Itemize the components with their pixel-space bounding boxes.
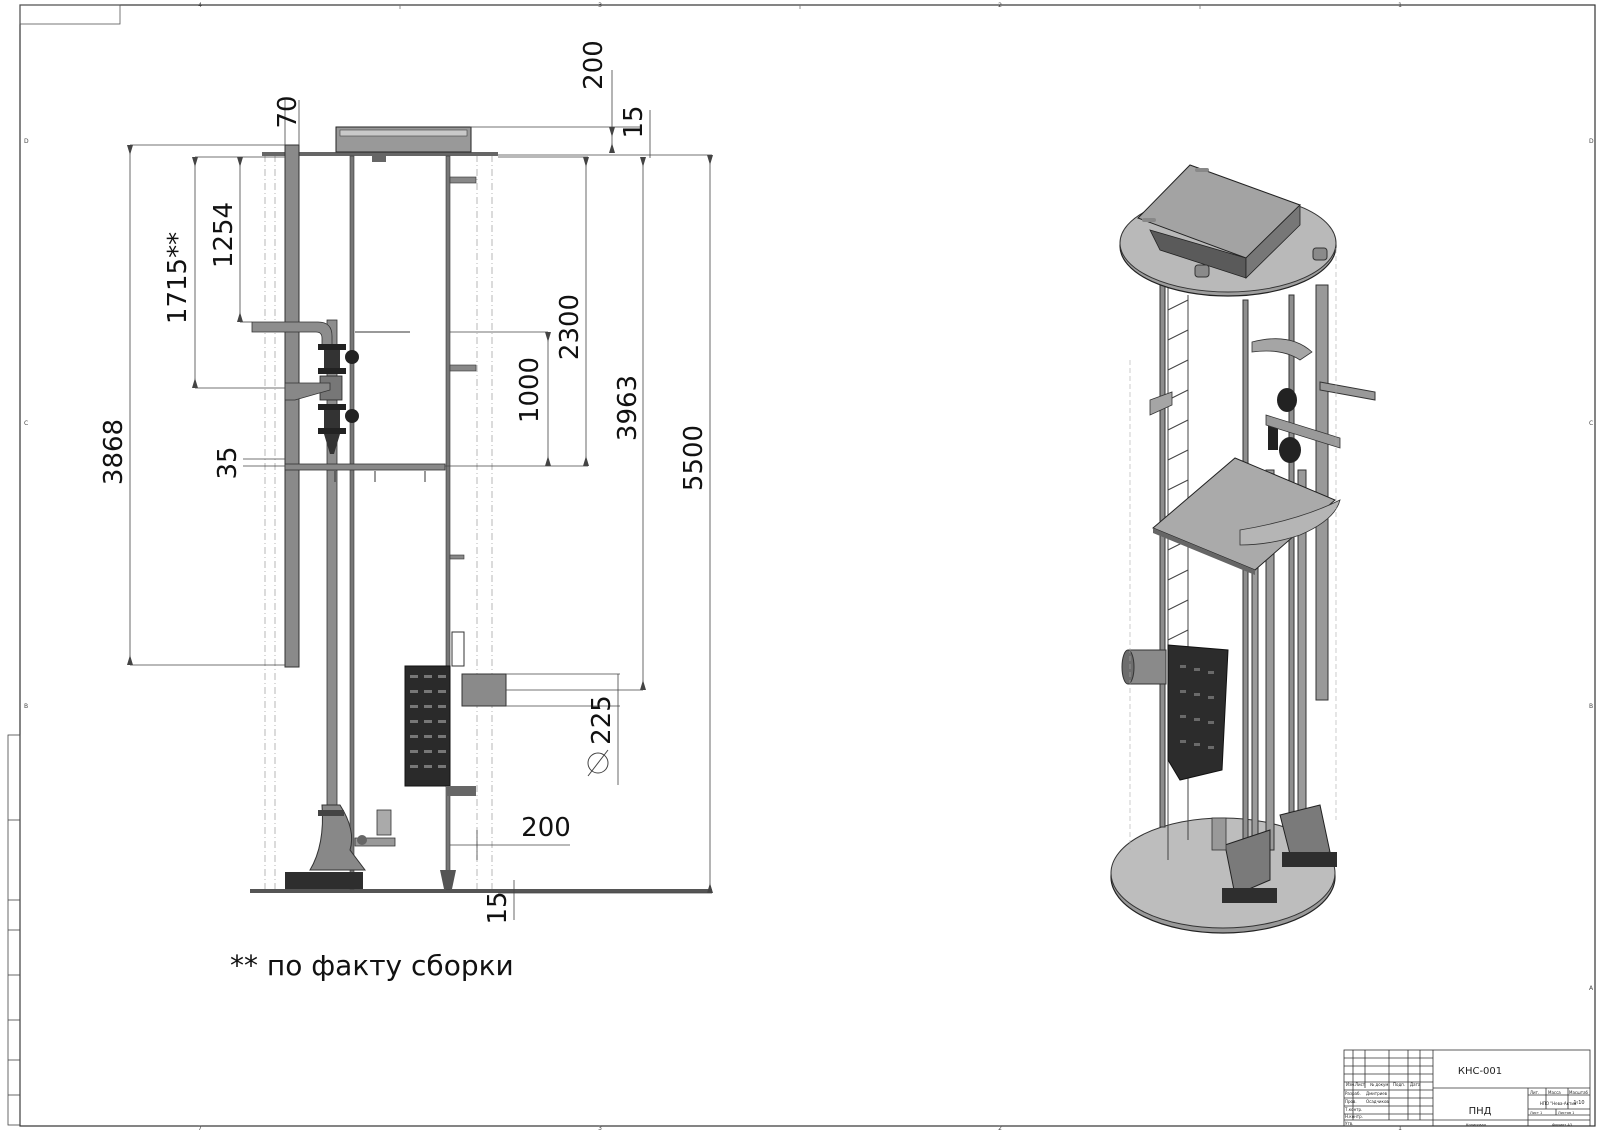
valve-lower bbox=[318, 404, 359, 454]
tb-role-ncontrol: Н.контр. bbox=[1345, 1114, 1363, 1119]
inlet-pipe bbox=[461, 673, 507, 707]
tb-sheets-label: Листов 1 bbox=[1558, 1111, 1574, 1115]
corner-stamp bbox=[19, 4, 121, 25]
iso-basket bbox=[1167, 644, 1229, 781]
zone-top-3: 2 bbox=[998, 2, 1002, 9]
zone-bottom-3: 2 bbox=[998, 1125, 1002, 1131]
tb-header-izm: Изм. bbox=[1346, 1082, 1355, 1087]
dim-200-bottom: 200 bbox=[521, 813, 571, 843]
dim-3963: 3963 bbox=[613, 375, 643, 441]
tb-scale-value: 1:10 bbox=[1573, 1100, 1584, 1106]
zone-top-4: 1 bbox=[1398, 2, 1402, 9]
dimension-lines bbox=[129, 70, 712, 920]
zone-left-c: C bbox=[24, 420, 28, 427]
base-plate bbox=[250, 889, 712, 893]
assembly-note: ** по факту сборки bbox=[230, 949, 514, 982]
iso-hatch bbox=[1137, 164, 1301, 279]
tb-role-tcontrol: Т.контр. bbox=[1344, 1107, 1362, 1112]
side-view: 70 200 15 1254 1715** 2300 3963 1000 386… bbox=[99, 40, 713, 982]
tb-role-checker: Пров. bbox=[1345, 1099, 1357, 1104]
dim-15-top: 15 bbox=[619, 105, 649, 138]
dim-5500: 5500 bbox=[679, 425, 709, 491]
dim-1715: 1715** bbox=[163, 232, 193, 324]
zone-bottom-4: 1 bbox=[1398, 1125, 1402, 1131]
top-plate bbox=[262, 152, 498, 156]
dim-225: 225 bbox=[587, 695, 617, 745]
tb-scale-label: Масштаб bbox=[1569, 1090, 1589, 1095]
zone-bottom-1: 7 bbox=[198, 1125, 202, 1131]
tb-role-approved: Утв. bbox=[1345, 1121, 1353, 1126]
guide-rail-left bbox=[349, 155, 355, 890]
tb-mass-label: Масса bbox=[1548, 1090, 1561, 1095]
discharge-pipe bbox=[326, 469, 338, 806]
tb-lit-label: Лит. bbox=[1530, 1090, 1539, 1095]
tb-header-doc: № докум. bbox=[1370, 1082, 1390, 1087]
zone-top-2: 3 bbox=[598, 2, 602, 9]
title-block bbox=[1343, 1049, 1591, 1127]
title-block-text: Изм. Лист № докум. Подп. Дата Разраб. Дм… bbox=[1344, 1066, 1589, 1127]
center-lines bbox=[264, 155, 493, 893]
zone-right-c: C bbox=[1589, 420, 1593, 427]
dim-1254: 1254 bbox=[209, 202, 239, 268]
tb-person-developer: Дмитриев bbox=[1366, 1091, 1388, 1096]
tb-copied-label: Копировал bbox=[1466, 1123, 1486, 1127]
side-stamp-strip bbox=[7, 734, 21, 1126]
dim-200-top: 200 bbox=[579, 40, 609, 90]
iso-pumps bbox=[1211, 804, 1337, 903]
tb-name: ПНД bbox=[1469, 1106, 1492, 1117]
zone-right-a: A bbox=[1589, 985, 1594, 992]
waste-basket bbox=[404, 631, 465, 787]
tb-designation: КНС-001 bbox=[1458, 1066, 1502, 1077]
dim-3868: 3868 bbox=[99, 419, 129, 485]
zone-left-d: D bbox=[24, 138, 29, 145]
isometric-view bbox=[1110, 164, 1376, 934]
zone-right-d: D bbox=[1589, 138, 1594, 145]
tb-organization: НПО "Нева-Актив" bbox=[1540, 1101, 1578, 1106]
tb-header-list: Лист bbox=[1355, 1082, 1366, 1087]
iso-inlet-pipe bbox=[1121, 649, 1167, 685]
sheet-frame bbox=[19, 4, 1596, 1127]
pump-unit bbox=[285, 804, 396, 889]
zone-right-b: B bbox=[1589, 703, 1593, 710]
zone-marks-top bbox=[399, 5, 1201, 9]
tb-header-sign: Подп. bbox=[1393, 1082, 1405, 1087]
tb-role-developer: Разраб. bbox=[1345, 1091, 1361, 1096]
zone-left-b: B bbox=[24, 703, 28, 710]
iso-outlet-pipe bbox=[1319, 381, 1376, 401]
tb-sheet-label: Лист 1 bbox=[1530, 1111, 1542, 1115]
dim-15-bottom: 15 bbox=[483, 891, 513, 924]
dim-2300: 2300 bbox=[555, 294, 585, 360]
service-platform bbox=[284, 463, 446, 471]
dim-1000: 1000 bbox=[515, 357, 545, 423]
dim-70: 70 bbox=[273, 95, 303, 128]
tb-header-date: Дата bbox=[1410, 1082, 1421, 1087]
diameter-symbol bbox=[587, 749, 609, 777]
vent-pipe bbox=[284, 144, 300, 668]
zone-bottom-2: 3 bbox=[598, 1125, 602, 1131]
dim-35: 35 bbox=[213, 446, 243, 479]
valve-upper bbox=[318, 344, 359, 374]
tb-format-label: Формат A3 bbox=[1552, 1123, 1572, 1127]
tb-person-checker: Осадчиков bbox=[1366, 1099, 1389, 1104]
zone-top-1: 4 bbox=[198, 2, 202, 9]
